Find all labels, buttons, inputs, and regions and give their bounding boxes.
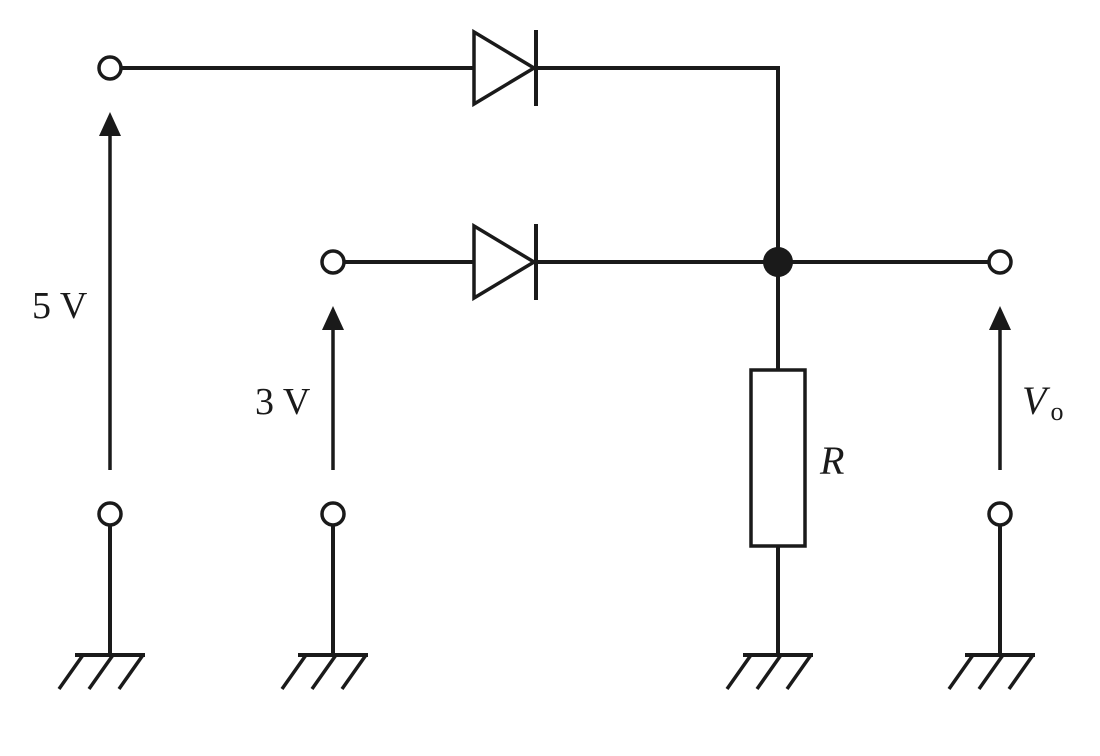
label-3v: 3 V <box>255 381 311 423</box>
label-vo-main: V <box>1022 378 1051 423</box>
ground-symbol-3 <box>725 653 813 691</box>
terminal-3v-bottom <box>320 501 346 527</box>
middle-branch <box>320 222 1013 302</box>
voltage-arrow-vo <box>989 306 1011 470</box>
diode-bottom <box>472 222 538 302</box>
terminal-5v-top <box>97 55 123 81</box>
top-branch <box>97 28 780 262</box>
label-r: R <box>819 438 844 483</box>
bottom-terminals <box>97 501 1013 655</box>
voltage-arrow-3v <box>322 306 344 470</box>
ground-symbol-1 <box>57 653 145 691</box>
diode-top <box>472 28 538 108</box>
terminal-vo-bottom <box>987 501 1013 527</box>
terminal-3v-top <box>320 249 346 275</box>
label-5v: 5 V <box>32 285 88 327</box>
label-vo-sub: o <box>1050 397 1063 426</box>
ground-symbol-4 <box>947 653 1035 691</box>
voltage-arrow-5v <box>99 112 121 470</box>
resistor-branch <box>749 262 807 655</box>
terminal-5v-bottom <box>97 501 123 527</box>
terminal-vo-top <box>987 249 1013 275</box>
resistor-r <box>749 368 807 548</box>
ground-symbol-2 <box>280 653 368 691</box>
